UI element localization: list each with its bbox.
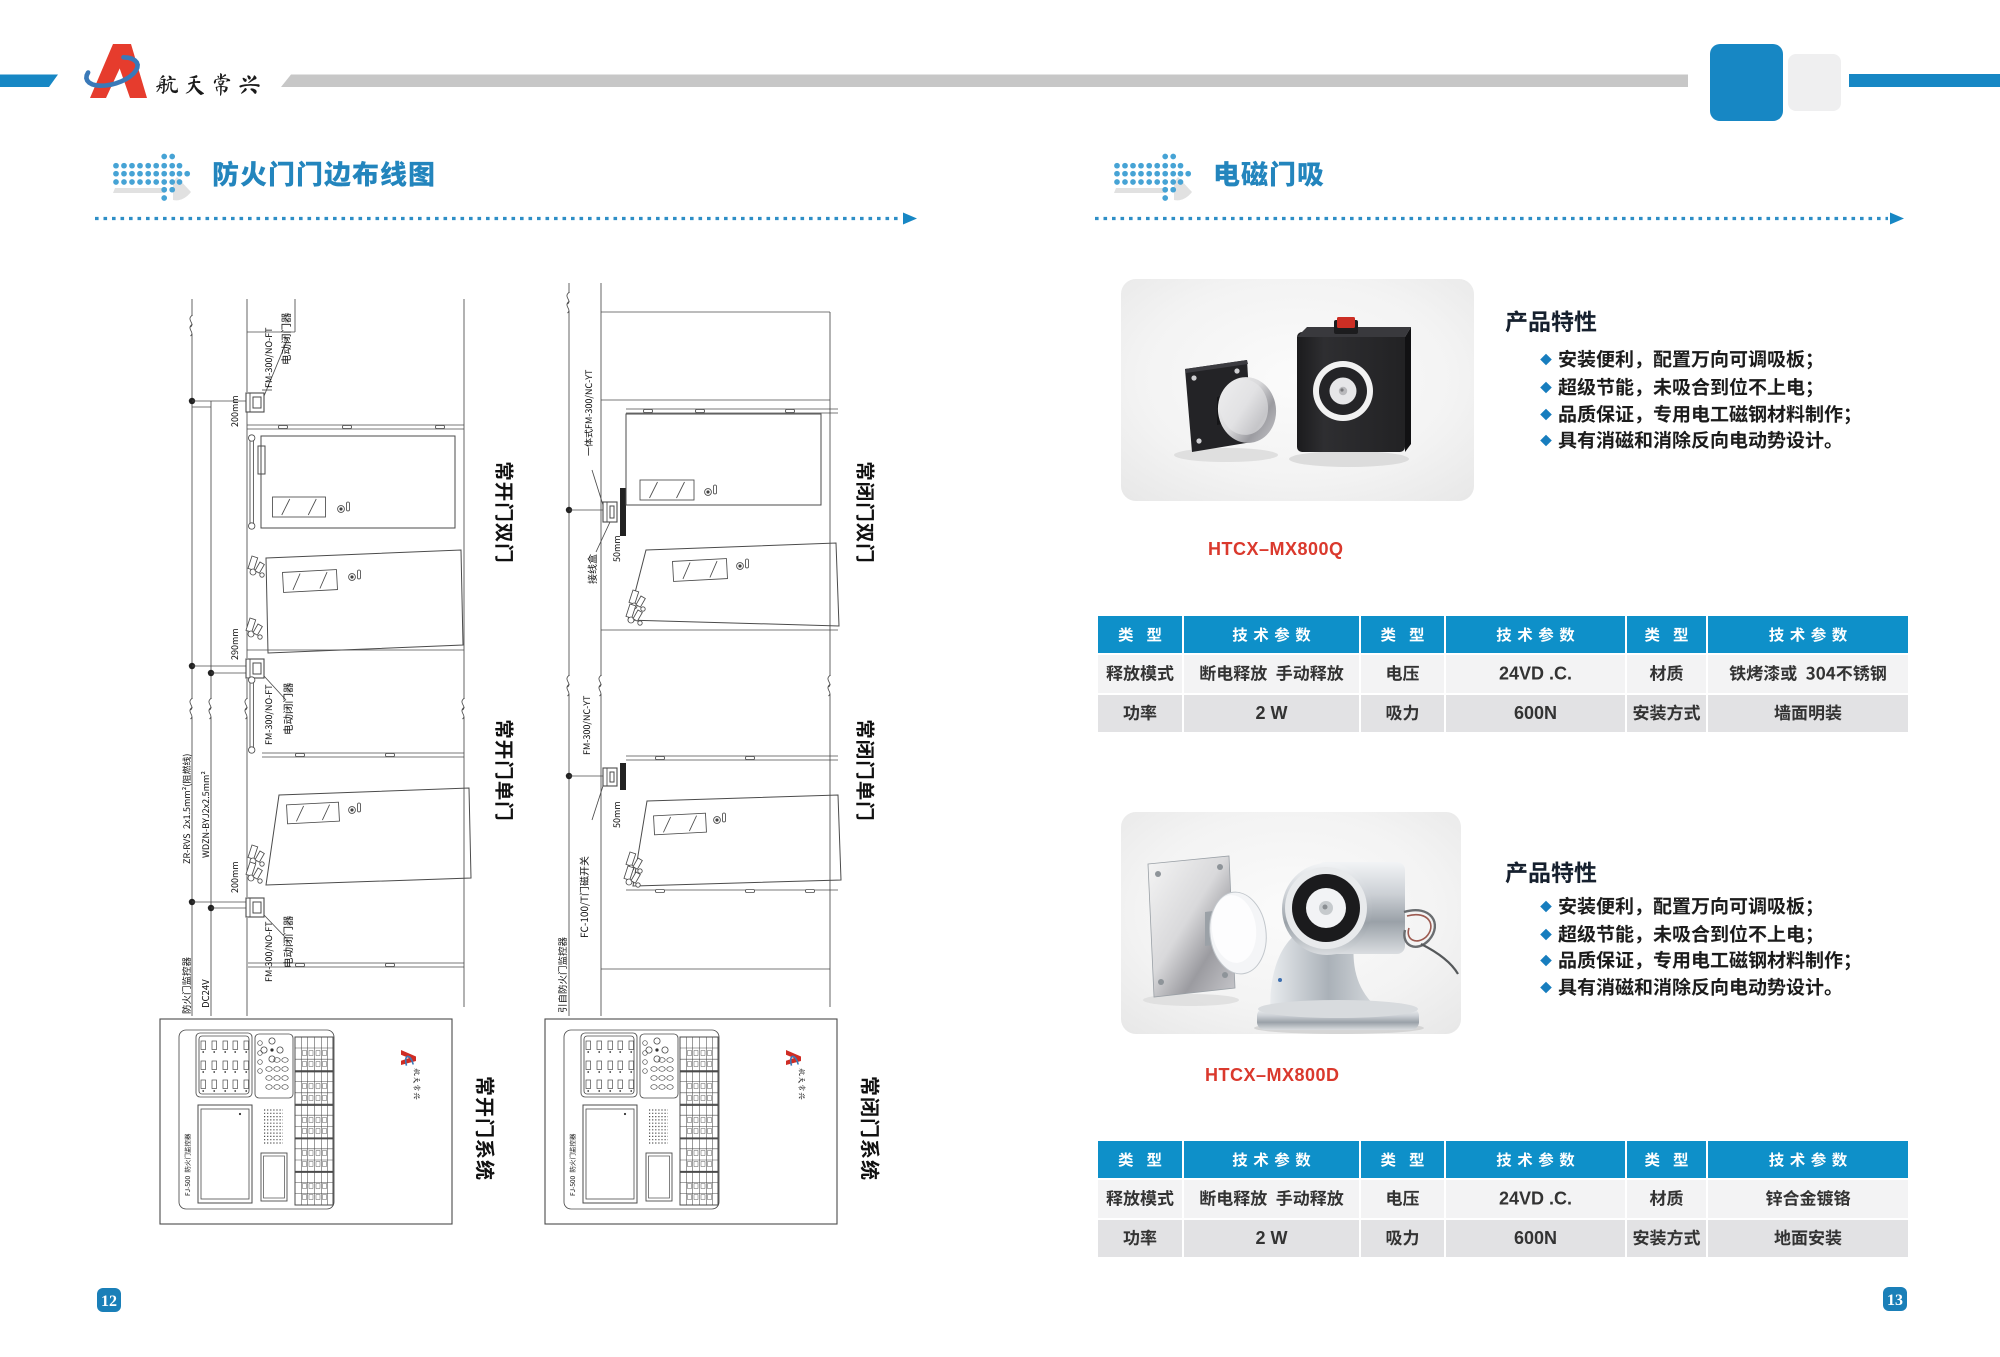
svg-text:12: 12 <box>101 1293 117 1310</box>
svg-text:24VD .C.: 24VD .C. <box>1499 664 1572 684</box>
svg-text:HTCX–MX800D: HTCX–MX800D <box>1205 1065 1340 1085</box>
svg-text:600N: 600N <box>1514 1228 1557 1248</box>
svg-text:13: 13 <box>1887 1292 1903 1309</box>
svg-text:24VD .C.: 24VD .C. <box>1499 1189 1572 1209</box>
svg-text:HTCX–MX800Q: HTCX–MX800Q <box>1208 539 1344 559</box>
svg-text:600N: 600N <box>1514 703 1557 723</box>
svg-text:2 W: 2 W <box>1255 1228 1287 1248</box>
svg-text:2 W: 2 W <box>1255 703 1287 723</box>
